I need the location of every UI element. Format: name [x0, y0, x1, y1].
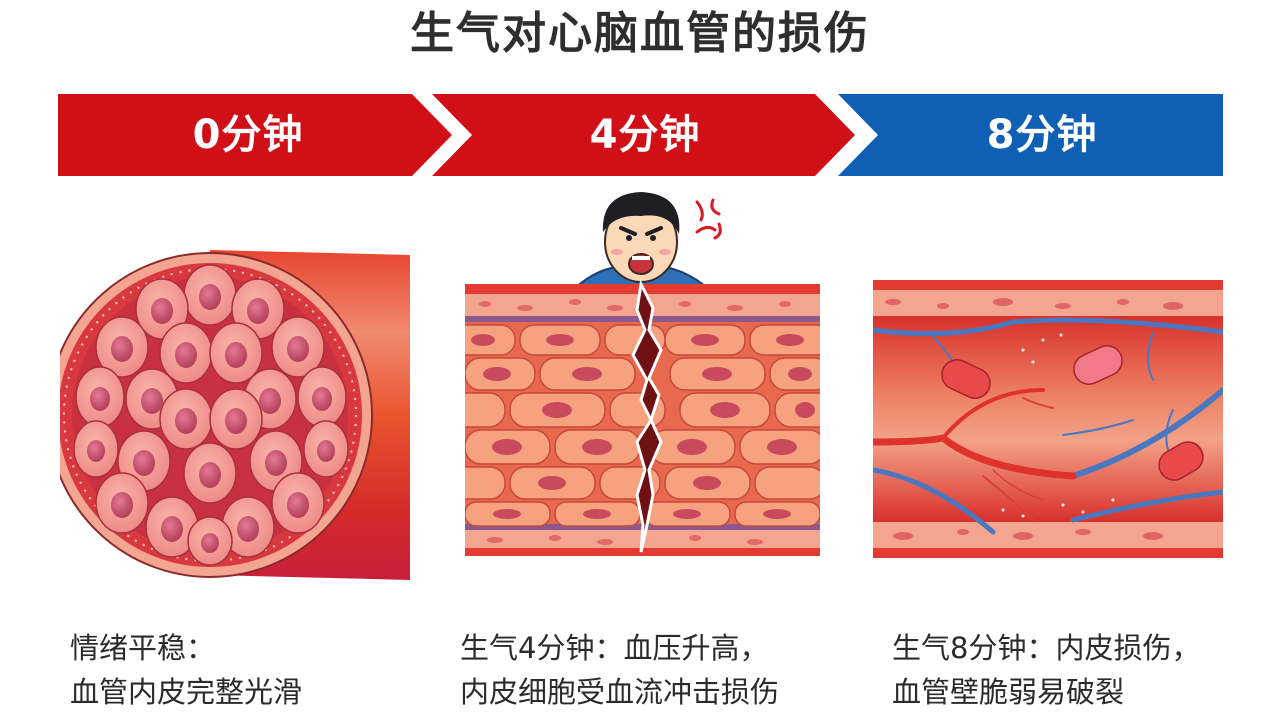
arteries-icon [869, 388, 1077, 521]
caption-stage-2-line1: 生气8分钟：内皮损伤， [892, 631, 1201, 665]
stage-0-label: 0分钟 [192, 112, 304, 158]
damaged-vessel-illustration [869, 280, 1226, 558]
timeline-arrows [58, 94, 1223, 176]
timeline-banner [0, 94, 1280, 176]
caption-stage-0: 情绪平稳： 血管内皮完整光滑 [70, 626, 302, 714]
page-title: 生气对心脑血管的损伤 [410, 8, 870, 59]
stage-2-label: 8分钟 [986, 112, 1098, 158]
angry-man-icon [572, 192, 722, 301]
caption-stage-0-line2: 血管内皮完整光滑 [70, 675, 303, 709]
stage-1-arrow [432, 94, 855, 176]
anger-symbol-icon [695, 198, 722, 240]
caption-stage-2: 生气8分钟：内皮损伤， 血管壁脆弱易破裂 [892, 626, 1200, 714]
crack-icon [631, 279, 663, 553]
caption-stage-2-line2: 血管壁脆弱易破裂 [892, 675, 1125, 709]
stage-0-arrow [58, 94, 452, 176]
stage-2-arrow [838, 94, 1223, 176]
cracked-endothelium-illustration [444, 180, 836, 560]
red-blood-cells-icon [941, 345, 1204, 481]
stage-1-label: 4分钟 [589, 112, 701, 158]
caption-stage-1-line1: 生气4分钟：血压升高， [460, 631, 769, 665]
healthy-vessel-illustration [47, 235, 420, 595]
caption-stage-1-line2: 内皮细胞受血流冲击损伤 [460, 675, 780, 709]
caption-stage-0-line1: 情绪平稳： [70, 631, 216, 665]
caption-stage-1: 生气4分钟：血压升高， 内皮细胞受血流冲击损伤 [460, 626, 779, 714]
